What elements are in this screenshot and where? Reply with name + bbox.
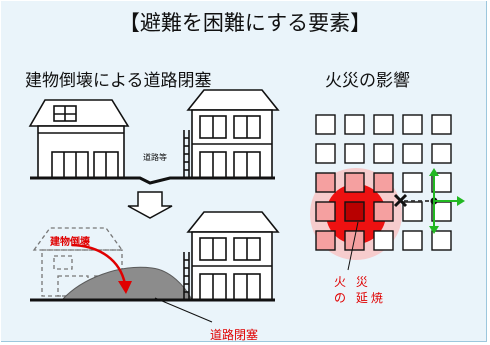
- down-arrow-icon: [127, 191, 173, 219]
- block-grid: [315, 114, 452, 251]
- block: [402, 230, 423, 251]
- road-top: [30, 176, 275, 185]
- burning-block: [373, 172, 394, 193]
- block: [373, 230, 394, 251]
- burning-block: [315, 201, 336, 222]
- burning-block: [344, 172, 365, 193]
- fire-spread-label: 火 災 の 延焼: [334, 275, 386, 305]
- collapse-arrow: [71, 243, 127, 285]
- green-cross-arrows-icon: [429, 168, 465, 234]
- block: [315, 143, 336, 164]
- house-left-top: [28, 99, 130, 179]
- block: [402, 143, 423, 164]
- block: [402, 172, 423, 193]
- road-label: 道路等: [143, 153, 167, 162]
- x-mark-icon: [393, 193, 408, 208]
- fire-origin-block: [344, 201, 365, 222]
- block: [402, 201, 423, 222]
- fire-effect-heading: 火災の影響: [325, 71, 410, 91]
- house-right-top: [183, 89, 280, 179]
- house-right-bottom: [183, 211, 280, 301]
- building-collapse-heading: 建物倒壊による道路閉塞: [25, 71, 212, 91]
- burning-block: [315, 230, 336, 251]
- closure-leader-line: [154, 297, 213, 323]
- block: [373, 114, 394, 135]
- fire-leader-line: [347, 221, 359, 271]
- block: [431, 230, 452, 251]
- collapse-arrow-head: [118, 281, 132, 294]
- block: [344, 143, 365, 164]
- diagram-title: 【避難を困難にする要素】: [118, 11, 372, 35]
- block: [402, 114, 423, 135]
- block: [431, 172, 452, 193]
- block: [344, 114, 365, 135]
- block: [373, 143, 394, 164]
- block: [315, 114, 336, 135]
- burning-block: [315, 172, 336, 193]
- block: [431, 114, 452, 135]
- block: [431, 143, 452, 164]
- burning-block: [373, 201, 394, 222]
- road-closure-label: 道路閉塞: [210, 328, 259, 342]
- building-collapse-label: 建物倒壊: [50, 237, 90, 248]
